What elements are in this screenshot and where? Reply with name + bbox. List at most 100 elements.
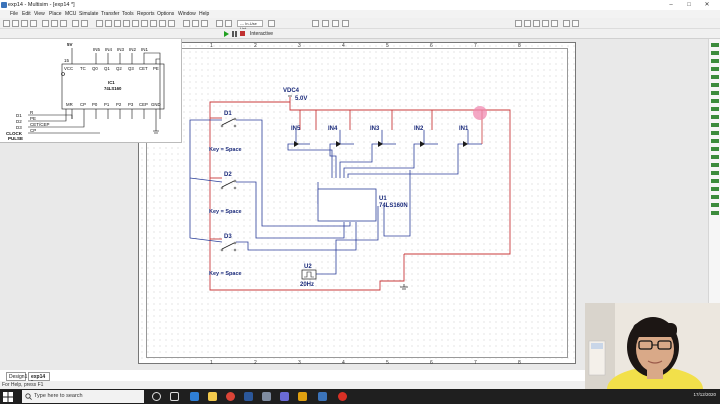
- simulation-mode[interactable]: Interactive: [250, 31, 274, 37]
- spreadsheet-icon[interactable]: [216, 20, 223, 27]
- instrument-icon[interactable]: [711, 139, 719, 143]
- component-source-icon[interactable]: [96, 20, 103, 27]
- maximize-icon[interactable]: □: [687, 2, 691, 8]
- vdc-source[interactable]: VDC4 5.0V: [283, 88, 307, 102]
- component-ttl-icon[interactable]: [141, 20, 148, 27]
- component-transistor-icon[interactable]: [123, 20, 130, 27]
- place-bus-icon[interactable]: [332, 20, 339, 27]
- minimize-icon[interactable]: –: [669, 2, 673, 8]
- menu-options[interactable]: Options: [157, 11, 175, 17]
- switch-d1[interactable]: D1 Key = Space: [209, 111, 242, 153]
- recorder-icon[interactable]: [338, 392, 347, 401]
- save-icon[interactable]: [21, 20, 28, 27]
- instrument-icon[interactable]: [711, 123, 719, 127]
- menu-transfer[interactable]: Transfer: [101, 11, 120, 17]
- instrument-icon[interactable]: [711, 131, 719, 135]
- menu-simulate[interactable]: Simulate: [79, 11, 99, 17]
- place-text-icon[interactable]: [312, 20, 319, 27]
- instrument-icon[interactable]: [711, 83, 719, 87]
- menu-place[interactable]: Place: [49, 11, 62, 17]
- word-icon[interactable]: [244, 392, 253, 401]
- instrument-icon[interactable]: [711, 187, 719, 191]
- instrument-icon[interactable]: [711, 203, 719, 207]
- teams-icon[interactable]: [280, 392, 289, 401]
- app-icon[interactable]: [298, 392, 307, 401]
- instrument-icon[interactable]: [711, 211, 719, 215]
- cut-icon[interactable]: [42, 20, 49, 27]
- help-icon[interactable]: [268, 20, 275, 27]
- menu-edit[interactable]: Edit: [22, 11, 31, 17]
- probe-in3-icon: [378, 141, 383, 147]
- component-cmos-icon[interactable]: [150, 20, 157, 27]
- open-file-icon[interactable]: [12, 20, 19, 27]
- multimeter-icon[interactable]: [563, 20, 570, 27]
- run-simulation-icon[interactable]: [224, 31, 229, 37]
- switch-d3[interactable]: D3 Key = Space: [209, 234, 242, 277]
- taskbar-search-input[interactable]: Type here to search: [22, 390, 144, 403]
- component-basic-icon[interactable]: [105, 20, 112, 27]
- zoom-out-icon[interactable]: [524, 20, 531, 27]
- menu-file[interactable]: File: [10, 11, 19, 17]
- instrument-icon[interactable]: [711, 59, 719, 63]
- instrument-icon[interactable]: [711, 43, 719, 47]
- in-use-list-dropdown[interactable]: --- In-Use List ---: [237, 20, 263, 31]
- instrument-icon[interactable]: [711, 147, 719, 151]
- switch-d2[interactable]: D2 Key = Space: [209, 172, 242, 215]
- full-screen-icon[interactable]: [551, 20, 558, 27]
- erc-icon[interactable]: [201, 20, 208, 27]
- component-indicator-icon[interactable]: [168, 20, 175, 27]
- instrument-icon[interactable]: [711, 75, 719, 79]
- ic-u1[interactable]: U1 74LS160N: [317, 188, 408, 222]
- component-diode-icon[interactable]: [114, 20, 121, 27]
- windows-start-icon[interactable]: [3, 392, 13, 402]
- edge-icon[interactable]: [190, 392, 199, 401]
- instrument-icon[interactable]: [711, 115, 719, 119]
- undo-icon[interactable]: [72, 20, 79, 27]
- instrument-icon[interactable]: [711, 67, 719, 71]
- component-analog-icon[interactable]: [132, 20, 139, 27]
- tab-design1[interactable]: Design1: [6, 372, 27, 381]
- paste-icon[interactable]: [60, 20, 67, 27]
- instrument-icon[interactable]: [711, 99, 719, 103]
- place-hierarchical-icon[interactable]: [322, 20, 329, 27]
- cortana-icon[interactable]: [152, 392, 161, 401]
- place-wire-icon[interactable]: [342, 20, 349, 27]
- pause-simulation-icon[interactable]: [232, 31, 237, 37]
- stop-simulation-icon[interactable]: [240, 31, 245, 36]
- close-icon[interactable]: ✕: [704, 2, 710, 8]
- instrument-icon[interactable]: [711, 171, 719, 175]
- menu-help[interactable]: Help: [199, 11, 210, 17]
- menu-window[interactable]: Window: [178, 11, 196, 17]
- inset-top-label: IN2: [129, 47, 137, 52]
- chrome-icon[interactable]: [226, 392, 235, 401]
- menu-tools[interactable]: Tools: [122, 11, 134, 17]
- zoom-area-icon[interactable]: [533, 20, 540, 27]
- instrument-icon[interactable]: [711, 195, 719, 199]
- zoom-in-icon[interactable]: [515, 20, 522, 27]
- copy-icon[interactable]: [51, 20, 58, 27]
- grapher-icon[interactable]: [183, 20, 190, 27]
- clock-u2[interactable]: U2 20Hz: [300, 264, 317, 288]
- instrument-icon[interactable]: [711, 107, 719, 111]
- new-file-icon[interactable]: [3, 20, 10, 27]
- database-icon[interactable]: [225, 20, 232, 27]
- tab-exp14[interactable]: exp14 *: [28, 372, 50, 386]
- instrument-icon[interactable]: [711, 155, 719, 159]
- task-view-icon[interactable]: [170, 392, 179, 401]
- oscilloscope-icon[interactable]: [572, 20, 579, 27]
- file-explorer-icon[interactable]: [208, 392, 217, 401]
- instrument-icon[interactable]: [711, 163, 719, 167]
- component-misc-digital-icon[interactable]: [159, 20, 166, 27]
- instrument-icon[interactable]: [711, 179, 719, 183]
- instrument-icon[interactable]: [711, 51, 719, 55]
- multisim-taskbar-icon[interactable]: [318, 392, 327, 401]
- zoom-fit-icon[interactable]: [542, 20, 549, 27]
- postprocessor-icon[interactable]: [192, 20, 199, 27]
- menu-reports[interactable]: Reports: [137, 11, 155, 17]
- print-icon[interactable]: [30, 20, 37, 27]
- instrument-icon[interactable]: [711, 91, 719, 95]
- mail-icon[interactable]: [262, 392, 271, 401]
- menu-mcu[interactable]: MCU: [65, 11, 77, 17]
- menu-view[interactable]: View: [34, 11, 45, 17]
- redo-icon[interactable]: [81, 20, 88, 27]
